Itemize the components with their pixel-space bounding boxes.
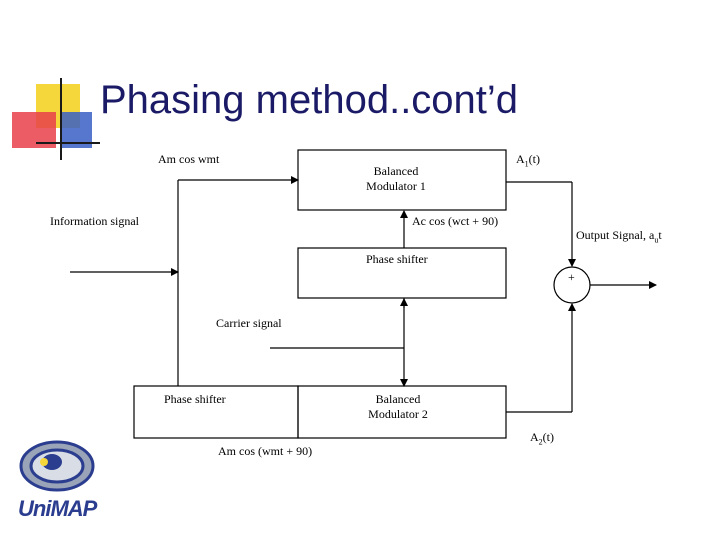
label-carrier-signal: Carrier signal — [216, 316, 282, 330]
label-ac-cos: Ac cos (wct + 90) — [412, 214, 499, 228]
label-balanced-modulator-1: Balanced Modulator 1 — [366, 164, 426, 193]
label-phase-shifter-top: Phase shifter — [366, 252, 428, 266]
label-phase-shifter-bottom: Phase shifter — [164, 392, 226, 406]
university-logo-icon — [19, 440, 95, 492]
summer-plus-sign: + — [568, 270, 575, 284]
label-a1: A1(t) — [516, 152, 540, 169]
deco-horizontal-line — [36, 142, 100, 144]
university-logo-text: UniMAP — [18, 496, 97, 521]
label-information-signal: Information signal — [50, 214, 139, 228]
label-a2: A2(t) — [530, 430, 554, 447]
page-title: Phasing method..cont’d — [100, 78, 519, 122]
deco-vertical-line — [60, 78, 62, 160]
label-am-cos-90: Am cos (wmt + 90) — [218, 444, 313, 458]
label-am-cos: Am cos wmt — [158, 152, 220, 166]
label-output-signal: Output Signal, aut — [576, 228, 662, 245]
label-balanced-modulator-2: Balanced Modulator 2 — [368, 392, 428, 421]
